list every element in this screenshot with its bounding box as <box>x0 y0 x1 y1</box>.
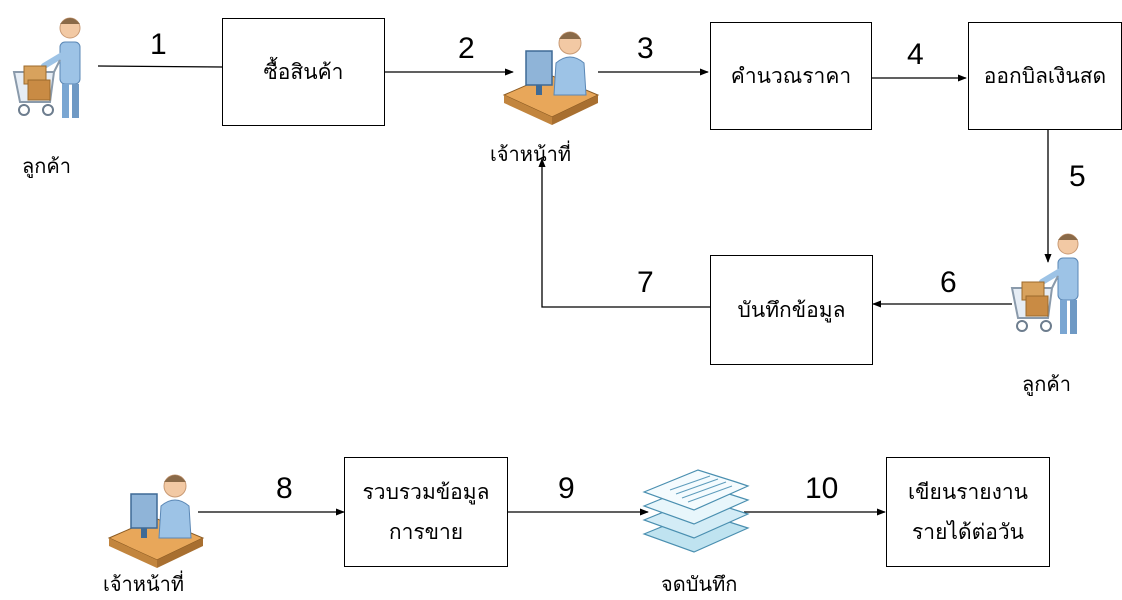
step-number-8: 8 <box>276 472 293 505</box>
step-number-1: 1 <box>150 28 167 61</box>
process-record-data-label: บันทึกข้อมูล <box>737 297 846 322</box>
process-collect-sales-data-line1: รวบรวมข้อมูล <box>362 480 490 504</box>
process-issue-cash-bill-label: ออกบิลเงินสด <box>983 63 1107 88</box>
process-issue-cash-bill: ออกบิลเงินสด <box>968 22 1122 130</box>
process-write-daily-report-line1: เขียนรายงาน <box>908 480 1028 504</box>
customer-label-right: ลูกค้า <box>1022 372 1071 396</box>
staff-label-top: เจ้าหน้าที่ <box>490 142 572 166</box>
step-number-2: 2 <box>458 32 475 65</box>
staff-at-computer-icon <box>502 31 600 125</box>
document-stack-icon <box>642 469 750 553</box>
staff-label-bottom: เจ้าหน้าที่ <box>103 572 185 596</box>
process-collect-sales-data-line2: การขาย <box>388 520 464 544</box>
connector-1 <box>97 65 223 68</box>
shopping-cart-customer-icon <box>1010 233 1079 334</box>
process-calculate-price: คำนวณราคา <box>710 22 872 130</box>
document-label: จดบันทึก <box>661 572 738 596</box>
process-buy-goods-label: ซื้อสินค้า <box>263 59 344 84</box>
process-write-daily-report: เขียนรายงาน รายได้ต่อวัน <box>886 457 1050 567</box>
step-number-6: 6 <box>940 266 957 299</box>
process-write-daily-report-line2: รายได้ต่อวัน <box>912 520 1024 544</box>
step-number-10: 10 <box>805 472 839 505</box>
step-number-3: 3 <box>637 32 654 65</box>
step-number-9: 9 <box>558 472 575 505</box>
process-calculate-price-label: คำนวณราคา <box>730 63 852 88</box>
process-buy-goods: ซื้อสินค้า <box>222 18 385 126</box>
step-number-5: 5 <box>1069 160 1086 193</box>
process-record-data: บันทึกข้อมูล <box>710 255 873 365</box>
customer-label-top: ลูกค้า <box>22 154 71 178</box>
step-number-7: 7 <box>637 266 654 299</box>
process-collect-sales-data: รวบรวมข้อมูล การขาย <box>344 457 508 567</box>
staff-at-computer-icon <box>107 474 205 568</box>
step-number-4: 4 <box>907 38 924 71</box>
connector-7 <box>538 158 710 308</box>
shopping-cart-customer-icon <box>12 17 81 118</box>
